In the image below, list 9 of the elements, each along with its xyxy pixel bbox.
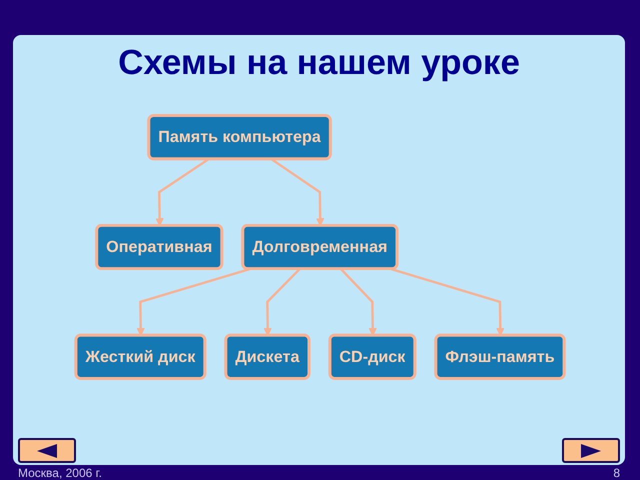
page-number: 8 (613, 466, 620, 480)
footer-text: Москва, 2006 г. (18, 466, 102, 480)
arrow (264, 268, 300, 336)
arrow (155, 158, 210, 226)
arrow (136, 268, 250, 336)
arrow (270, 158, 324, 226)
arrow (390, 268, 504, 336)
slide-title: Схемы на нашем уроке (118, 42, 520, 84)
arrow (340, 268, 377, 336)
